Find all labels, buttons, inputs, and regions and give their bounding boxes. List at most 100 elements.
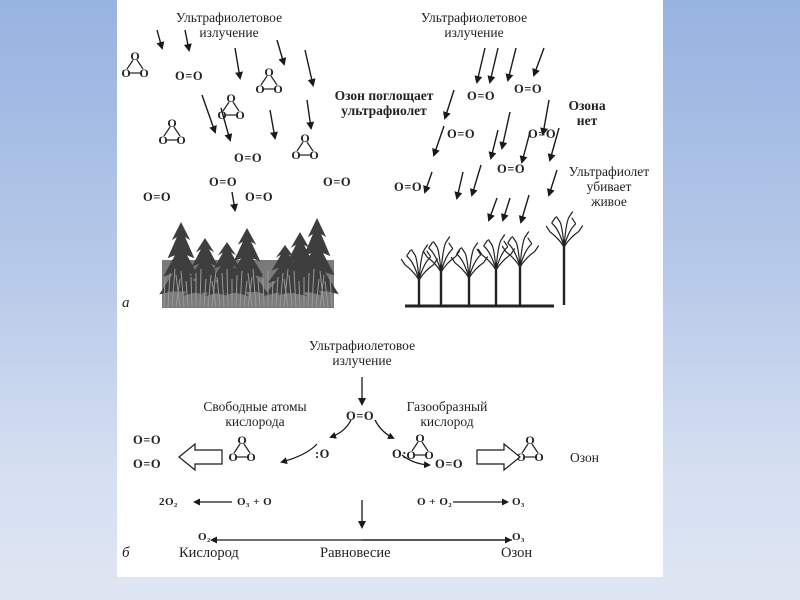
svg-text:O: O xyxy=(158,133,167,147)
pine-tree xyxy=(225,228,269,295)
pine-tree xyxy=(278,232,322,296)
svg-text:O: O xyxy=(246,450,255,464)
svg-text:O: O xyxy=(264,65,273,79)
dead-tree xyxy=(501,231,540,305)
dead-trees-scene xyxy=(400,211,584,308)
o2-molecule: O=O xyxy=(447,127,476,141)
o2-product-2: O=O xyxy=(133,457,162,471)
uv-arrow xyxy=(304,49,316,87)
uv-arrow xyxy=(469,164,482,197)
uv-arrow xyxy=(234,47,243,80)
uv-arrow xyxy=(230,191,238,212)
free-atom-left: :O xyxy=(315,447,330,461)
svg-text:O: O xyxy=(228,450,237,464)
o2-molecule: O=O xyxy=(234,151,263,165)
svg-text:O: O xyxy=(525,433,534,447)
o2-molecule: O=O xyxy=(394,180,423,194)
dead-tree xyxy=(477,234,516,305)
uv-arrow xyxy=(547,169,558,197)
svg-text:O: O xyxy=(424,448,433,462)
forest-scene xyxy=(159,218,339,308)
uv-arrow xyxy=(276,39,287,66)
o2-molecule: O=O xyxy=(323,175,352,189)
equilibrium-label: Равновесие xyxy=(320,545,391,561)
svg-text:O: O xyxy=(309,148,318,162)
equilibrium-left: O₂ xyxy=(198,531,211,543)
reaction-left-product: 2O₂ xyxy=(159,496,178,508)
reaction-right-reactants: O + O₂ xyxy=(417,496,453,508)
svg-text:O: O xyxy=(273,82,282,96)
center-o2: O=O xyxy=(346,409,375,423)
ozone-eq-label: Озон xyxy=(501,545,533,561)
svg-text:O: O xyxy=(291,148,300,162)
uv-arrow xyxy=(474,47,486,84)
uv-arrow xyxy=(487,197,498,222)
uv-arrow xyxy=(306,99,315,130)
o2-molecule: O=O xyxy=(175,69,204,83)
pine-tree xyxy=(263,245,307,297)
svg-text:O: O xyxy=(237,433,246,447)
o2-product-1: O=O xyxy=(133,433,162,447)
uv-arrow xyxy=(518,194,530,224)
dead-tree xyxy=(422,236,461,305)
panel-label-a: а xyxy=(122,295,130,311)
dead-tree xyxy=(450,242,489,305)
equilibrium-right: O₃ xyxy=(512,531,525,543)
uv-arrow xyxy=(201,94,217,134)
uv-arrow xyxy=(519,131,531,164)
uv-arrow xyxy=(156,29,165,50)
o2-molecule: O=O xyxy=(245,190,274,204)
svg-text:O: O xyxy=(255,82,264,96)
o2-molecule: O=O xyxy=(528,127,557,141)
uv-arrow xyxy=(532,47,545,77)
pine-tree xyxy=(183,238,227,296)
free-atom-right: O: xyxy=(392,447,407,461)
o2-molecule: O=O xyxy=(514,82,543,96)
uv-arrow xyxy=(183,29,192,52)
svg-text:O: O xyxy=(130,49,139,63)
svg-text:O: O xyxy=(300,131,309,145)
panel-label-b: б xyxy=(122,545,130,561)
uv-arrow xyxy=(269,109,278,140)
svg-text:O: O xyxy=(176,133,185,147)
ozone-label: Озон xyxy=(570,450,599,465)
o2-molecule: O=O xyxy=(497,162,526,176)
uv-arrow xyxy=(499,111,511,150)
uv-arrow xyxy=(488,129,499,160)
uv-arrow xyxy=(220,107,233,142)
dead-tree xyxy=(400,244,439,305)
uv-arrow xyxy=(443,89,455,120)
o2-reactant: O=O xyxy=(435,457,464,471)
svg-text:O: O xyxy=(516,450,525,464)
pine-tree xyxy=(159,222,203,295)
uv-arrow xyxy=(505,47,517,82)
svg-text:O: O xyxy=(217,108,226,122)
reaction-arrows xyxy=(178,377,521,544)
o2-molecule: O=O xyxy=(467,89,496,103)
pine-tree xyxy=(205,242,249,296)
uv-arrow xyxy=(547,127,560,162)
pine-tree xyxy=(295,218,339,295)
reaction-left-reactants: O₃ + O xyxy=(237,496,273,508)
svg-text:O: O xyxy=(167,116,176,130)
o2-molecule: O=O xyxy=(143,190,172,204)
o2-molecule: O=O xyxy=(209,175,238,189)
reaction-right-product: O₃ xyxy=(512,496,525,508)
svg-text:O: O xyxy=(406,448,415,462)
uv-arrow xyxy=(501,197,511,222)
